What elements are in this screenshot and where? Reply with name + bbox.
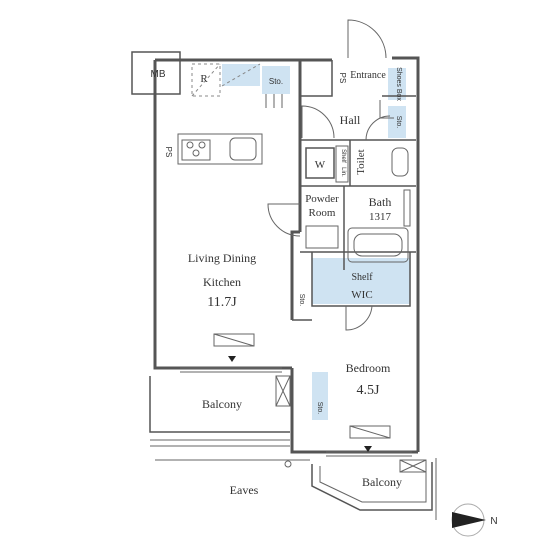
windows (180, 333, 412, 457)
bath-label: Bath (369, 195, 392, 209)
bathtub (347, 189, 411, 263)
bedroom-size: 4.5J (357, 383, 381, 398)
kitchen-counter (177, 133, 263, 165)
ps-label-kitchen: PS (164, 147, 173, 158)
washer-toilet (305, 145, 409, 249)
powder-room-label-line1: Powder (305, 193, 339, 205)
wic-shelf-label: Shelf (351, 272, 373, 283)
bedroom-label: Bedroom (346, 361, 391, 375)
bath-size: 1317 (369, 211, 392, 223)
toilet-label: Toilet (355, 149, 367, 175)
refrigerator-label: R (200, 73, 208, 85)
ldk-size: 11.7J (207, 295, 237, 310)
entrance-label: Entrance (350, 70, 386, 81)
shelf-label-powder: Shelf (340, 149, 346, 163)
storage-label-kitchen: Sto. (269, 77, 283, 86)
wic-label: WIC (351, 289, 372, 301)
compass-icon (451, 503, 486, 537)
storage-label-wic: Sto. (298, 294, 305, 307)
balconies (149, 375, 437, 520)
ps-label-entrance: PS (338, 73, 347, 84)
mb-label: MB (151, 69, 166, 80)
compass-north-label: N (490, 516, 497, 527)
ldk-label-line2: Kitchen (203, 275, 241, 289)
doors (265, 19, 394, 331)
linen-label: Lin. (340, 167, 346, 177)
storage-label-hall: Sto. (395, 116, 402, 129)
interior-walls (290, 60, 416, 321)
balcony-main-label: Balcony (202, 397, 242, 411)
ldk-label-line1: Living Dining (188, 251, 256, 265)
washer-label: W (315, 159, 326, 171)
storage-fills (222, 64, 410, 420)
balcony-side-label: Balcony (362, 475, 402, 489)
storage-label-bedroom: Sto. (316, 402, 323, 415)
powder-room-label-line2: Room (309, 207, 336, 219)
eaves-label: Eaves (230, 483, 259, 497)
hall-label: Hall (340, 113, 361, 127)
shoes-box-label: Shoes Box (395, 67, 402, 101)
refrigerator-space (191, 63, 261, 97)
